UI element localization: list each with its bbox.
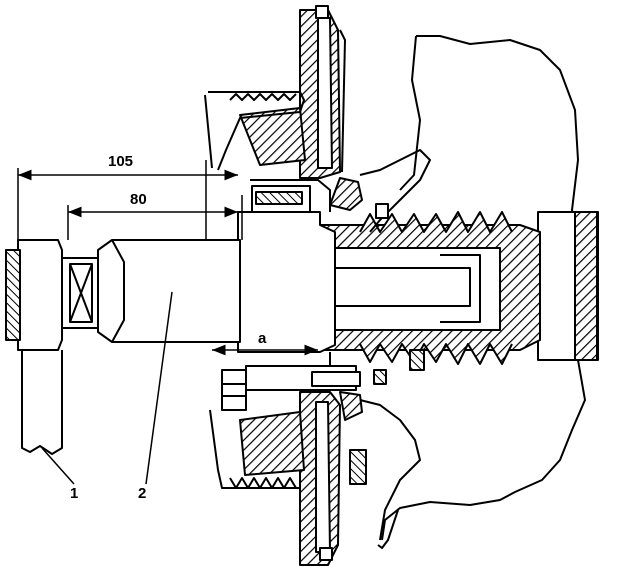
dimension-inner-label: 80: [130, 191, 147, 208]
pulley-lower: [209, 391, 363, 566]
pulley-upper: [204, 5, 363, 211]
callout-2: 2: [138, 485, 146, 502]
dimension-lines: [17, 160, 318, 356]
callout-1: 1: [70, 485, 78, 502]
timing-cover: [349, 149, 431, 541]
pulley-bolt: [221, 369, 247, 411]
leader-lines: [41, 291, 173, 485]
dimension-overall-label: 105: [108, 153, 133, 170]
dimension-gap-label: a: [258, 330, 267, 347]
torque-wrench: [5, 239, 99, 455]
socket-extension: [97, 239, 241, 343]
hub: [237, 179, 361, 391]
